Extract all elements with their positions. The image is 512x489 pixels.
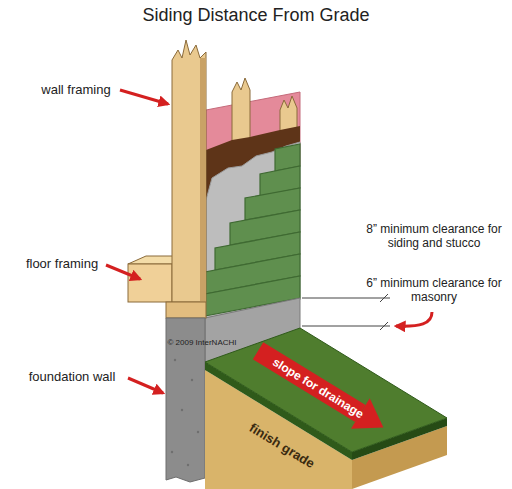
diagram-title: Siding Distance From Grade — [142, 5, 369, 27]
leader-arrow — [396, 312, 432, 326]
leader-arrow — [120, 90, 168, 104]
floor-joist — [128, 264, 172, 302]
leader-arrow — [106, 265, 140, 279]
sill-plate — [166, 302, 206, 318]
stud-shade — [200, 58, 206, 302]
part-label: foundation wall — [29, 369, 116, 385]
siding-boards — [205, 144, 300, 316]
speckle — [191, 379, 193, 381]
speckle — [174, 359, 176, 361]
housewrap — [206, 142, 300, 318]
leader-arrows — [106, 90, 432, 393]
dimension-line — [302, 326, 390, 327]
slope-arrow — [249, 335, 393, 443]
part-label: floor framing — [26, 256, 98, 272]
dimension-line — [302, 298, 390, 299]
stud — [172, 40, 206, 302]
speckle — [171, 451, 173, 453]
dimension-tick — [380, 322, 388, 330]
concrete-speckles — [171, 359, 199, 466]
clearance-note: 6” minimum clearance for masonry — [364, 276, 504, 305]
arrow-body — [253, 342, 366, 422]
speckle — [197, 431, 199, 433]
speckle — [187, 464, 189, 466]
copyright-watermark: © 2009 InterNACHI — [167, 338, 236, 348]
dimension-tick — [380, 294, 388, 302]
grass — [205, 328, 447, 452]
part-label: wall framing — [41, 82, 110, 98]
dimension-lines — [302, 294, 390, 330]
sheathing — [206, 126, 300, 318]
speckle — [181, 409, 183, 411]
leader-arrow — [128, 378, 163, 393]
clearance-note: 8” minimum clearance for siding and stuc… — [364, 222, 504, 251]
